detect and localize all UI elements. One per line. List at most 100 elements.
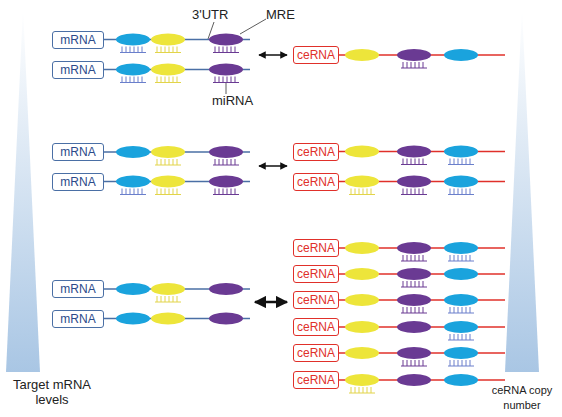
mre-purple (209, 176, 243, 188)
mre-purple (209, 313, 243, 325)
mre-purple (397, 347, 431, 359)
mrna-box: mRNA (52, 310, 104, 328)
mre-purple (209, 146, 243, 158)
mre-yellow (345, 176, 379, 188)
cerna-strand (337, 176, 505, 195)
box-label: ceRNA (297, 267, 335, 281)
mre-blue (116, 283, 150, 295)
mre-yellow (345, 347, 379, 359)
box-label: mRNA (60, 175, 95, 189)
axis-label: ceRNA copy number (482, 383, 562, 413)
mrna-box: mRNA (52, 61, 104, 79)
box-label: ceRNA (297, 241, 335, 255)
mrna-box: mRNA (52, 173, 104, 191)
mre-purple (209, 283, 243, 295)
mre-purple (397, 321, 431, 333)
mirna-comb (349, 387, 375, 393)
mre-purple (209, 64, 243, 76)
cerna-box: ceRNA (293, 318, 339, 336)
mre-yellow (345, 374, 379, 386)
leader-line (226, 82, 227, 94)
mrna-strand (104, 64, 250, 83)
box-label: mRNA (60, 282, 95, 296)
mre-yellow (151, 283, 185, 295)
mre-yellow (345, 49, 379, 61)
mre-yellow (151, 34, 185, 46)
cerna-box: ceRNA (293, 291, 339, 309)
mirna-comb (401, 307, 427, 313)
mre-blue (444, 374, 478, 386)
cerna-strand (337, 242, 505, 261)
mirna-comb (155, 296, 181, 302)
mre-blue (116, 64, 150, 76)
mrna-strand (104, 176, 250, 195)
mirna-comb (448, 360, 474, 366)
mre-blue (116, 176, 150, 188)
mirna-comb (448, 255, 474, 261)
cerna-strand (337, 347, 505, 366)
cerna-box: ceRNA (293, 173, 339, 191)
mirna-comb (448, 307, 474, 313)
mre-yellow (345, 321, 379, 333)
mirna-comb (401, 255, 427, 261)
gradient-triangle (505, 8, 539, 372)
mirna-comb (448, 159, 474, 165)
mre-blue (116, 146, 150, 158)
mre-purple (397, 374, 431, 386)
box-label: ceRNA (297, 373, 335, 387)
mre-yellow (151, 64, 185, 76)
box-label: ceRNA (297, 48, 335, 62)
mre-yellow (345, 146, 379, 158)
cerna-strand (337, 49, 505, 68)
cerna-strand (337, 268, 505, 287)
gradient-triangle (6, 8, 40, 372)
mrna-strand (104, 34, 250, 53)
box-label: mRNA (60, 145, 95, 159)
mirna-comb (120, 47, 146, 53)
mirna-comb (401, 281, 427, 287)
mirna-comb (120, 189, 146, 195)
mre-blue (444, 146, 478, 158)
mre-blue (444, 242, 478, 254)
mirna-comb (213, 189, 239, 195)
mre-yellow (345, 268, 379, 280)
mirna-comb (155, 159, 181, 165)
mirna-comb (401, 360, 427, 366)
mre-purple (397, 294, 431, 306)
mre-yellow (151, 176, 185, 188)
cerna-box: ceRNA (293, 344, 339, 362)
box-label: ceRNA (297, 320, 335, 334)
mre-purple (397, 176, 431, 188)
mrna-strand (104, 283, 250, 302)
mirna-comb (401, 189, 427, 195)
part-label: miRNA (212, 93, 262, 108)
mrna-box: mRNA (52, 280, 104, 298)
box-label: ceRNA (297, 293, 335, 307)
mre-blue (444, 176, 478, 188)
mre-yellow (151, 146, 185, 158)
mirna-comb (448, 189, 474, 195)
cerna-box: ceRNA (293, 265, 339, 283)
box-label: ceRNA (297, 346, 335, 360)
mre-blue (444, 49, 478, 61)
mrna-strand (104, 146, 250, 165)
cerna-box: ceRNA (293, 46, 339, 64)
mirna-comb (155, 77, 181, 83)
cerna-box: ceRNA (293, 371, 339, 389)
box-label: mRNA (60, 312, 95, 326)
double-arrow (255, 301, 287, 304)
mre-blue (116, 313, 150, 325)
cerna-box: ceRNA (293, 143, 339, 161)
mrna-box: mRNA (52, 31, 104, 49)
mre-purple (397, 242, 431, 254)
mirna-comb (213, 77, 239, 83)
mre-purple (397, 49, 431, 61)
box-label: mRNA (60, 63, 95, 77)
mrna-strand (104, 313, 250, 325)
cerna-strand (337, 321, 505, 340)
mre-yellow (345, 242, 379, 254)
double-arrow (259, 54, 287, 56)
mirna-comb (120, 77, 146, 83)
mre-blue (116, 34, 150, 46)
